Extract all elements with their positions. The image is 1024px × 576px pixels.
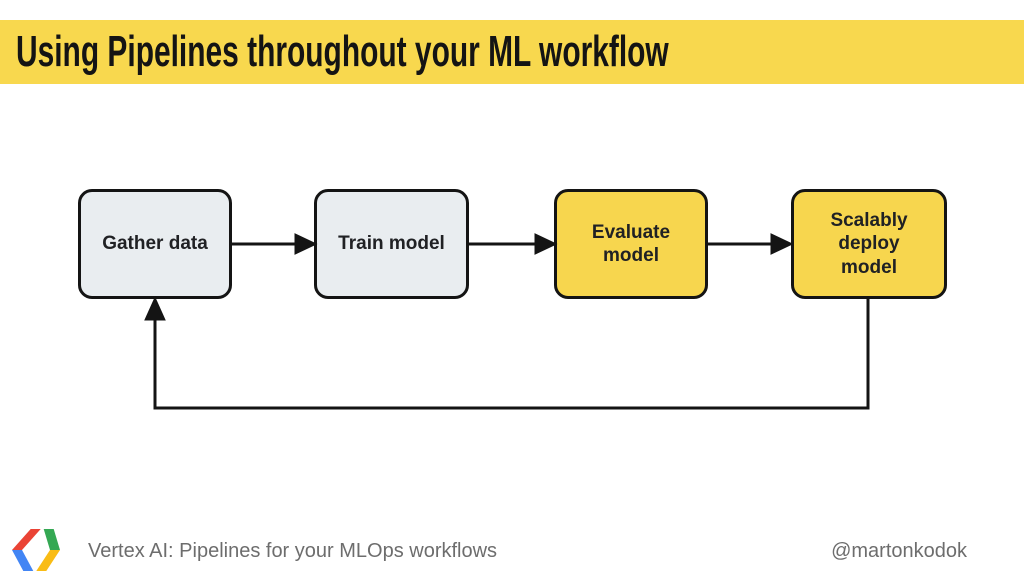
flow-node-scalably-deploy-model: Scalably deploy model (791, 189, 947, 299)
title-banner: Using Pipelines throughout your ML workf… (0, 20, 1024, 84)
flow-node-gather-data: Gather data (78, 189, 232, 299)
arrow-gather-to-train (232, 233, 318, 255)
logo-blue-arm (12, 550, 34, 571)
flow-node-evaluate-model: Evaluate model (554, 189, 708, 299)
footer-author-handle: @martonkodok (831, 540, 967, 562)
arrow-feedback-loop (144, 296, 870, 410)
flow-node-train-model: Train model (314, 189, 469, 299)
arrow-train-to-evaluate (469, 233, 558, 255)
arrow-evaluate-to-deploy (708, 233, 794, 255)
google-developers-logo-icon (12, 529, 60, 571)
logo-green-arm (43, 529, 60, 550)
logo-yellow-arm (36, 550, 60, 571)
footer-presentation-title: Vertex AI: Pipelines for your MLOps work… (88, 540, 498, 562)
page-title: Using Pipelines throughout your ML workf… (16, 27, 669, 76)
logo-red-arm (12, 529, 41, 550)
